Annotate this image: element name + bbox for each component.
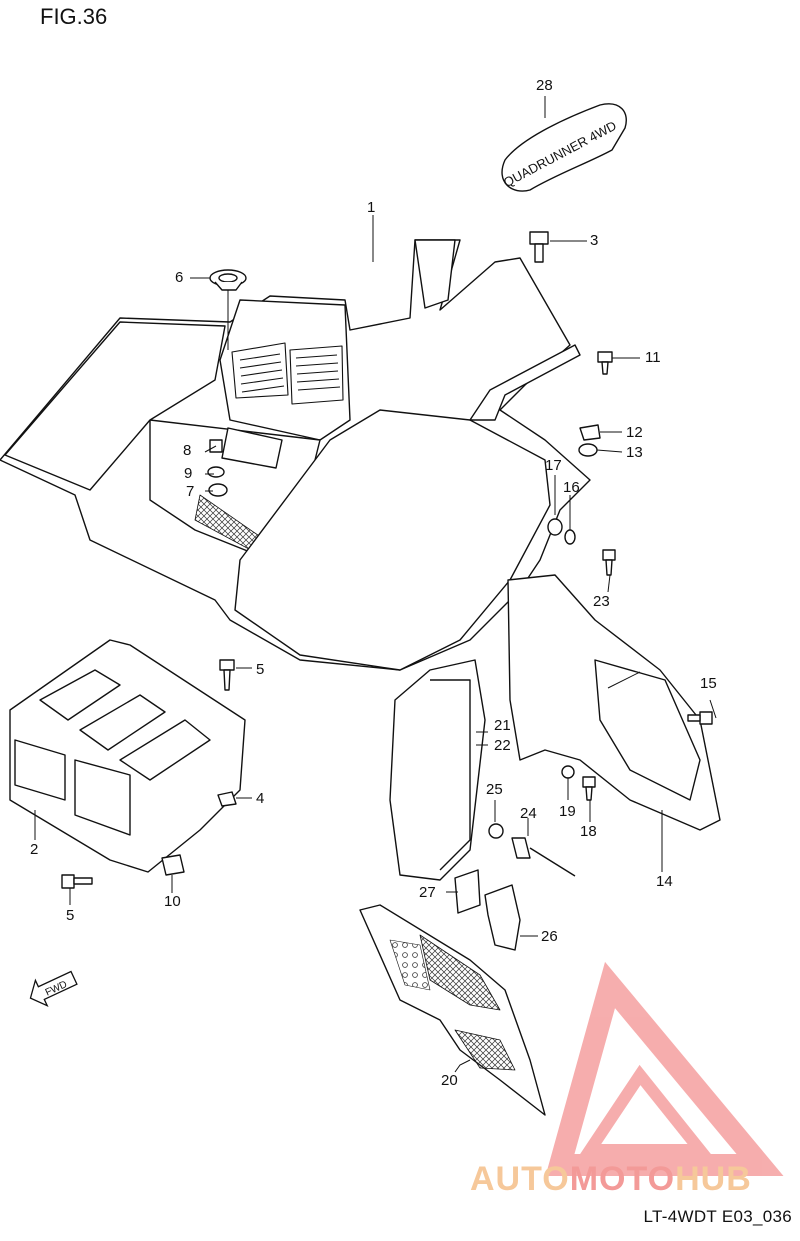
part-label: 9: [184, 465, 193, 482]
part-label: 26: [541, 928, 558, 945]
clip-4: [217, 791, 237, 807]
part-label: 24: [520, 805, 537, 822]
watermark-part-auto: AUTO: [470, 1160, 570, 1198]
washer-25: [488, 823, 504, 839]
leader-lines: [34, 96, 717, 1073]
washer-19: [561, 765, 575, 779]
grommet: [209, 269, 247, 291]
part-label: 14: [656, 873, 673, 890]
part-label: 1: [367, 199, 376, 216]
part-label: 5: [256, 661, 265, 678]
fwd-arrow: FWD: [29, 970, 78, 1008]
part-label: 6: [175, 269, 184, 286]
part-label: 7: [186, 483, 195, 500]
bracket-26: [484, 884, 521, 951]
nut-13: [578, 443, 598, 457]
part-label: 13: [626, 444, 643, 461]
figure-title: FIG.36: [40, 4, 108, 29]
bolt-3: [529, 231, 549, 263]
part-label: 28: [536, 77, 553, 94]
screw-5a: [219, 659, 235, 691]
screw-5b: [61, 874, 93, 889]
screw-18: [582, 776, 596, 801]
front-fender: [0, 239, 591, 671]
part-label: 21: [494, 717, 511, 734]
watermark-part-hub: HUB: [675, 1160, 752, 1198]
part-label: 25: [486, 781, 503, 798]
screw-11: [597, 351, 613, 375]
side-panel-14: [507, 574, 721, 831]
nut-17: [547, 518, 563, 536]
figure-code: LT-4WDT E03_036: [643, 1207, 792, 1226]
rivet-24: [511, 837, 576, 877]
tape-27: [454, 869, 481, 914]
part-label: 8: [183, 442, 192, 459]
clip-12: [579, 424, 601, 441]
watermark-logo: [545, 961, 784, 1176]
emblem-decal: QUADRUNNER 4WD: [501, 103, 627, 192]
clip-10: [161, 854, 185, 876]
washer-16: [564, 529, 576, 545]
part-label: 23: [593, 593, 610, 610]
watermark-text: AUTOMOTOHUB: [470, 1160, 752, 1199]
part-label: 2: [30, 841, 39, 858]
front-cover-2: [9, 639, 246, 873]
mud-flap-20: [359, 904, 546, 1116]
part-label: 12: [626, 424, 643, 441]
part-label: 5: [66, 907, 75, 924]
part-label: 22: [494, 737, 511, 754]
part-label: 20: [441, 1072, 458, 1089]
part-label: 15: [700, 675, 717, 692]
watermark-part-moto: MOTO: [569, 1160, 676, 1198]
screw-23: [602, 549, 616, 576]
part-label: 10: [164, 893, 181, 910]
part-label: 17: [545, 457, 562, 474]
part-label: 27: [419, 884, 436, 901]
mud-guard-21-22: [389, 659, 486, 881]
part-label: 3: [590, 232, 599, 249]
part-label: 19: [559, 803, 576, 820]
part-label: 11: [645, 349, 661, 366]
part-label: 18: [580, 823, 597, 840]
part-label: 4: [256, 790, 265, 807]
part-label: 16: [563, 479, 580, 496]
screw-15: [687, 711, 713, 725]
